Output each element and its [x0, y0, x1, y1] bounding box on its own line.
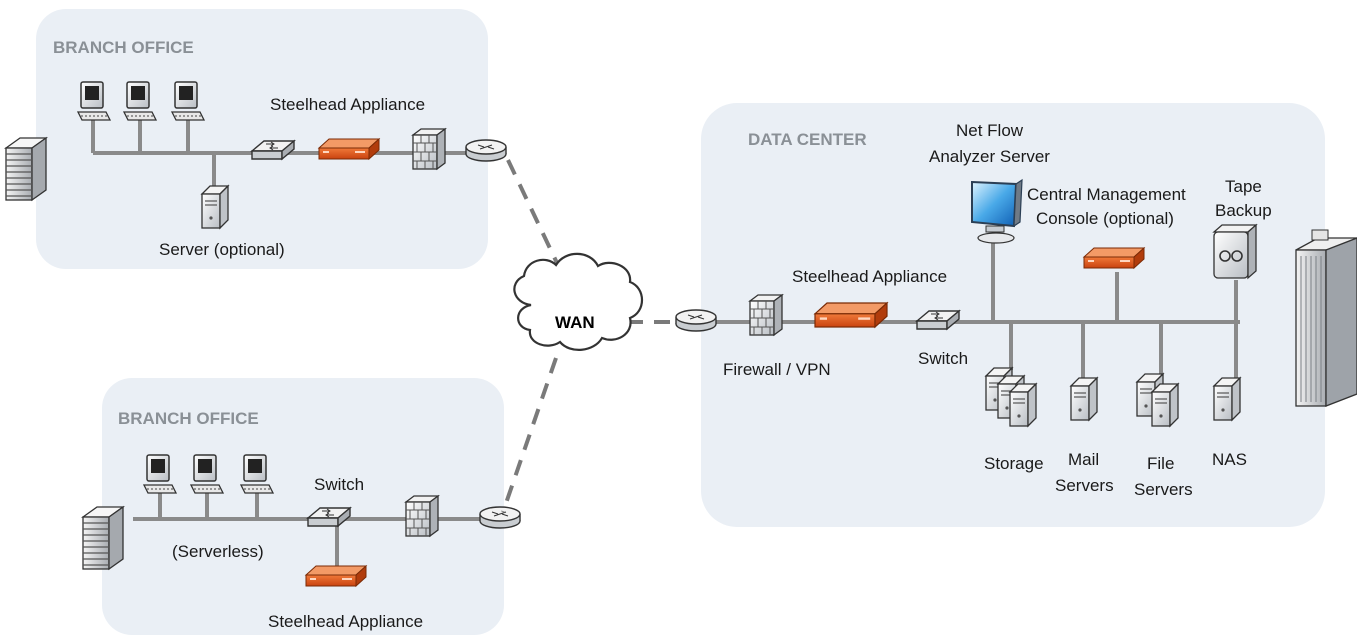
firewall-icon [405, 495, 439, 537]
tape-backup-icon [1212, 223, 1258, 280]
firewall-vpn-label: Firewall / VPN [723, 360, 831, 379]
data-center-title: DATA CENTER [748, 130, 867, 149]
bottom-steelhead-label: Steelhead Appliance [268, 612, 423, 631]
nas-label: NAS [1212, 450, 1247, 469]
firewall-vpn-icon [749, 294, 783, 336]
mail-server-icon [1070, 377, 1098, 421]
steelhead-appliance-icon [305, 565, 367, 587]
tape-label-line1: Tape [1225, 177, 1262, 196]
router-icon [675, 309, 717, 332]
bottom-switch-label: Switch [314, 475, 364, 494]
server-icon [201, 185, 229, 229]
top-server-label: Server (optional) [159, 240, 285, 259]
wan-label: WAN [555, 313, 595, 332]
bottom-serverless-label: (Serverless) [172, 542, 264, 561]
dc-steelhead-label: Steelhead Appliance [792, 267, 947, 286]
data-center-wires [700, 243, 1240, 380]
file-servers-label-line1: File [1147, 454, 1174, 473]
wan-links [501, 159, 676, 513]
steelhead-appliance-icon [814, 302, 888, 328]
router-icon [479, 506, 521, 529]
branch-office-top-title: BRANCH OFFICE [53, 38, 194, 57]
router-icon [465, 139, 507, 162]
netflow-label-line1: Net Flow [956, 121, 1024, 140]
building-icon [5, 137, 47, 201]
wan-cloud-icon [513, 252, 644, 351]
branch-office-top-zone [36, 9, 488, 269]
building-icon [82, 506, 124, 570]
cmc-label-line1: Central Management [1027, 185, 1186, 204]
top-steelhead-label: Steelhead Appliance [270, 95, 425, 114]
dc-switch-label: Switch [918, 349, 968, 368]
file-servers-label-line2: Servers [1134, 480, 1193, 499]
branch-office-bottom-zone [102, 378, 504, 635]
netflow-label-line2: Analyzer Server [929, 147, 1050, 166]
central-management-console-icon [1083, 247, 1145, 269]
branch-office-bottom-title: BRANCH OFFICE [118, 409, 259, 428]
monitor-icon [971, 178, 1023, 244]
mail-servers-label-line2: Servers [1055, 476, 1114, 495]
cmc-label-line2: Console (optional) [1036, 209, 1174, 228]
storage-label: Storage [984, 454, 1044, 473]
tape-label-line2: Backup [1215, 201, 1272, 220]
nas-icon [1213, 377, 1241, 421]
firewall-icon [412, 128, 446, 170]
steelhead-appliance-icon [318, 138, 380, 160]
skyscraper-icon [1295, 229, 1357, 407]
mail-servers-label-line1: Mail [1068, 450, 1099, 469]
